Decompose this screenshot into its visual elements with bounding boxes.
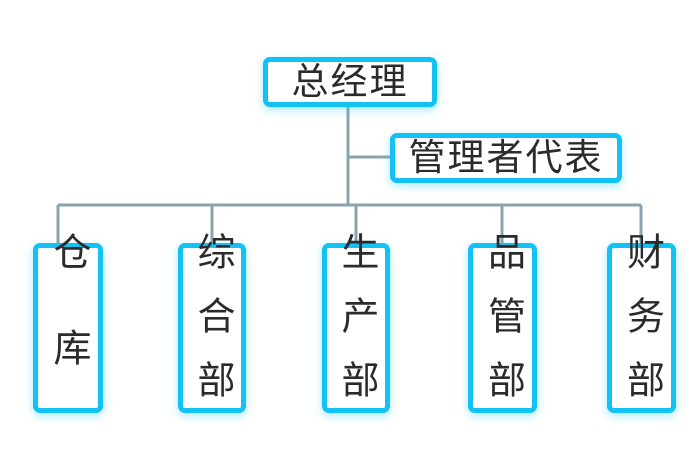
org-node-label: 综合部 xyxy=(191,232,233,424)
org-node-label: 总经理 xyxy=(291,61,409,103)
org-node-finance-department[interactable]: 财务部 xyxy=(607,232,676,424)
org-node-label: 品管部 xyxy=(481,232,524,424)
org-node-general-manager[interactable]: 总经理 xyxy=(263,57,437,107)
org-node-production-department[interactable]: 生产部 xyxy=(322,232,390,424)
org-node-label: 仓库 xyxy=(47,232,89,424)
org-node-label: 生产部 xyxy=(335,232,377,424)
org-node-quality-control-department[interactable]: 品管部 xyxy=(468,232,537,424)
org-node-management-representative[interactable]: 管理者代表 xyxy=(390,133,622,183)
org-node-label: 财务部 xyxy=(620,232,663,424)
org-node-general-affairs-department[interactable]: 综合部 xyxy=(178,232,246,424)
org-node-label: 管理者代表 xyxy=(408,137,604,179)
org-node-warehouse[interactable]: 仓库 xyxy=(33,232,103,424)
